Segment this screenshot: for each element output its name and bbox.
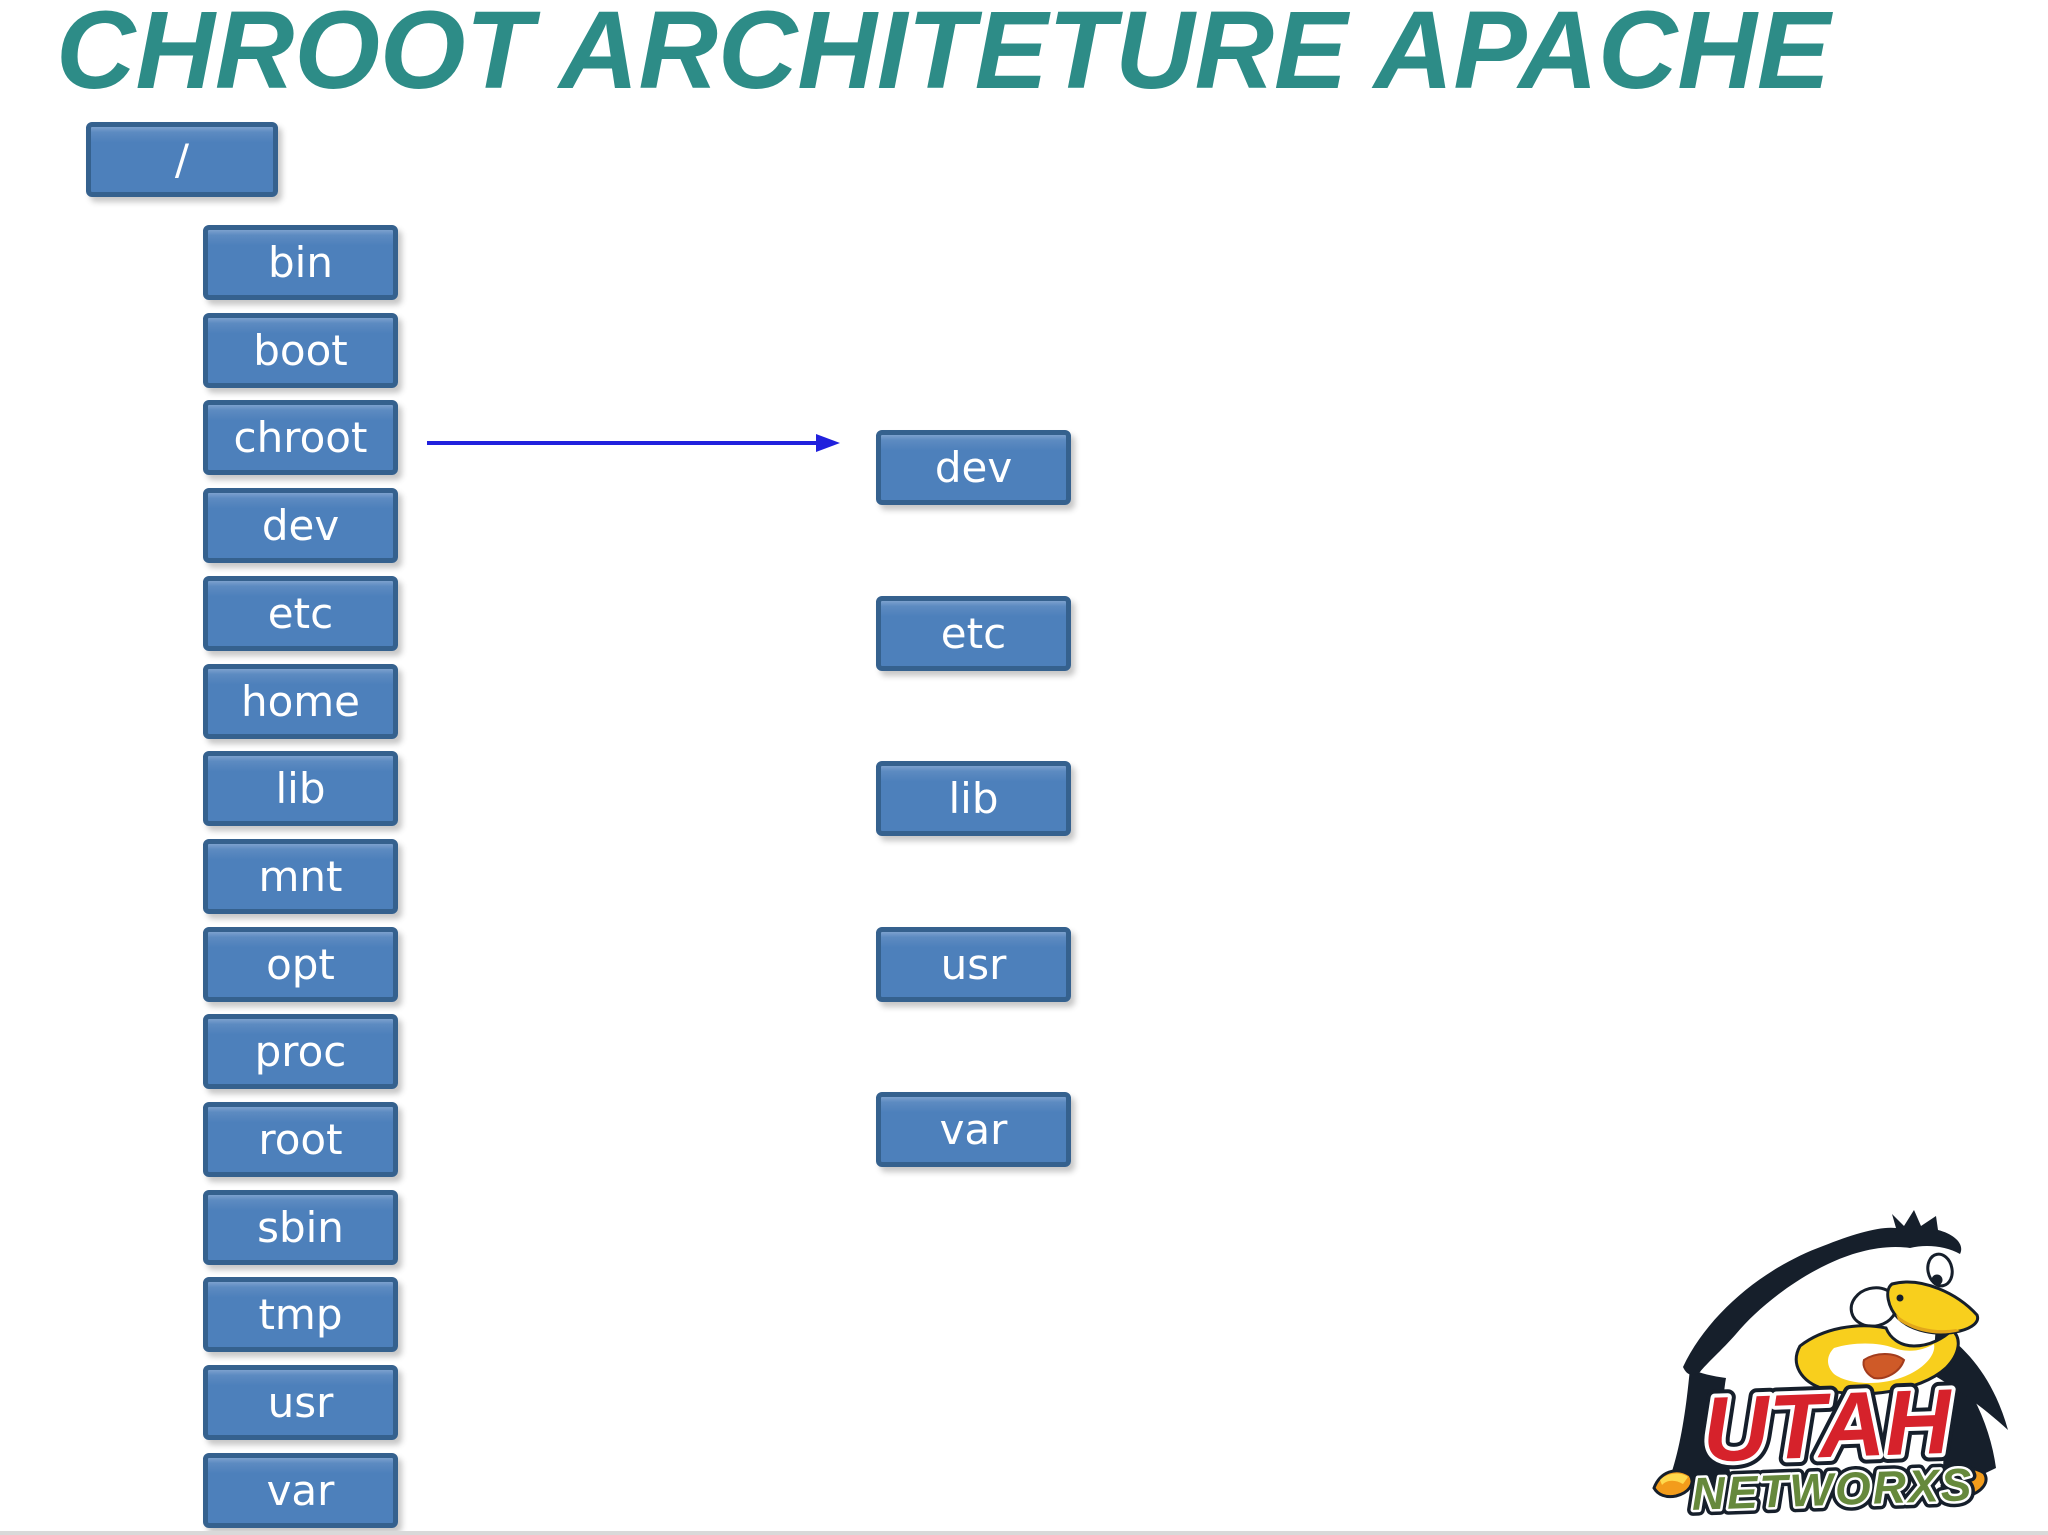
slide-bottom-edge <box>0 1531 2048 1535</box>
directory-box: sbin <box>203 1190 398 1265</box>
chroot-directory-box: etc <box>876 596 1071 671</box>
directory-box: opt <box>203 927 398 1002</box>
penguin-left-body <box>1668 1368 1736 1496</box>
penguin-beak <box>1886 1280 1980 1335</box>
directory-box: lib <box>203 751 398 826</box>
directory-box: chroot <box>203 400 398 475</box>
directory-box: boot <box>203 313 398 388</box>
directory-box: usr <box>203 1365 398 1440</box>
directory-box: dev <box>203 488 398 563</box>
penguin-tongue <box>1862 1353 1906 1380</box>
penguin-right-pupil <box>1931 1274 1943 1286</box>
logo-utah-outline: UTAH <box>1701 1371 1956 1482</box>
slide-title: CHROOT ARCHITETURE APACHE <box>56 0 1831 112</box>
directory-box: var <box>203 1453 398 1528</box>
directory-box-root: / <box>86 122 278 197</box>
chroot-directory-box: usr <box>876 927 1071 1002</box>
directory-box: home <box>203 664 398 739</box>
directory-box: tmp <box>203 1277 398 1352</box>
chroot-directory-box: var <box>876 1092 1071 1167</box>
directory-box: bin <box>203 225 398 300</box>
directory-box: root <box>203 1102 398 1177</box>
directory-box: mnt <box>203 839 398 914</box>
chroot-arrow-head-icon <box>816 434 840 452</box>
penguin-right-foot <box>1940 1466 1988 1499</box>
utah-networxs-logo: UTAH UTAH NETWORXS NETWORXS <box>1652 1210 2008 1526</box>
chroot-directory-box: lib <box>876 761 1071 836</box>
directory-box: etc <box>203 576 398 651</box>
penguin-left-foot-highlight <box>1660 1473 1688 1485</box>
logo-utah-text: UTAH <box>1701 1371 1956 1482</box>
chroot-directory-box: dev <box>876 430 1071 505</box>
directory-box: proc <box>203 1014 398 1089</box>
penguin-nostril <box>1896 1294 1904 1302</box>
chroot-arrow-line <box>427 441 817 445</box>
penguin-beak-shade <box>1896 1314 1960 1334</box>
penguin-right-body <box>1940 1376 1996 1494</box>
penguin-hood <box>1683 1210 1962 1375</box>
logo-networxs-text: NETWORXS <box>1691 1458 1974 1520</box>
